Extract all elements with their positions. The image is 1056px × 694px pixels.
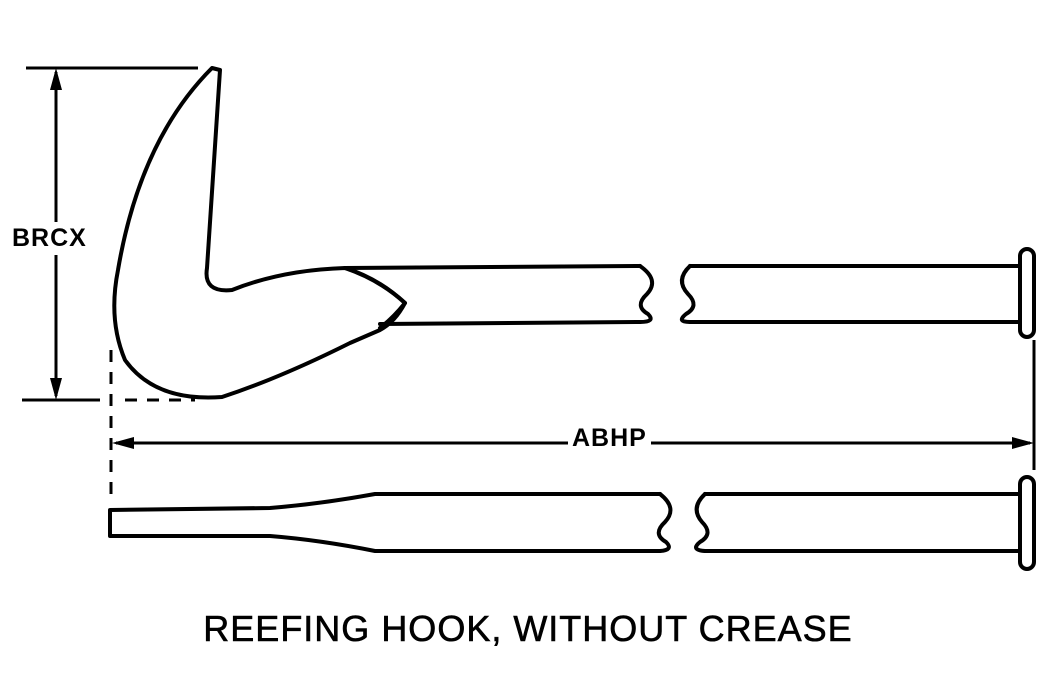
length-arrow-right: [1012, 437, 1034, 449]
hook-outline: [112, 66, 407, 400]
shaft-bottom-edge-left: [378, 320, 642, 326]
shaft-head-end: [1018, 247, 1036, 339]
height-dimension-label: BRCX: [10, 222, 89, 255]
length-dimension-label: ABHP: [568, 424, 651, 453]
shaft-break-right: [679, 264, 696, 324]
hook-neck-curve: [343, 266, 407, 330]
length-dimension: [109, 340, 1036, 495]
shaft-top-view: [108, 475, 1036, 571]
shaft-break-left: [638, 264, 655, 324]
height-arrow-bottom: [50, 378, 62, 400]
top-view-head-end: [1018, 475, 1036, 571]
hook-side-view: [112, 66, 1036, 400]
tapered-tip: [108, 492, 662, 553]
top-view-break-left: [656, 492, 673, 553]
length-arrow-left: [112, 437, 134, 449]
shaft-top-edge-left: [343, 264, 642, 270]
top-view-break-right: [694, 492, 710, 553]
height-dimension: [22, 66, 198, 402]
height-arrow-top: [50, 68, 62, 90]
diagram-caption: REEFING HOOK, WITHOUT CREASE: [203, 608, 853, 650]
